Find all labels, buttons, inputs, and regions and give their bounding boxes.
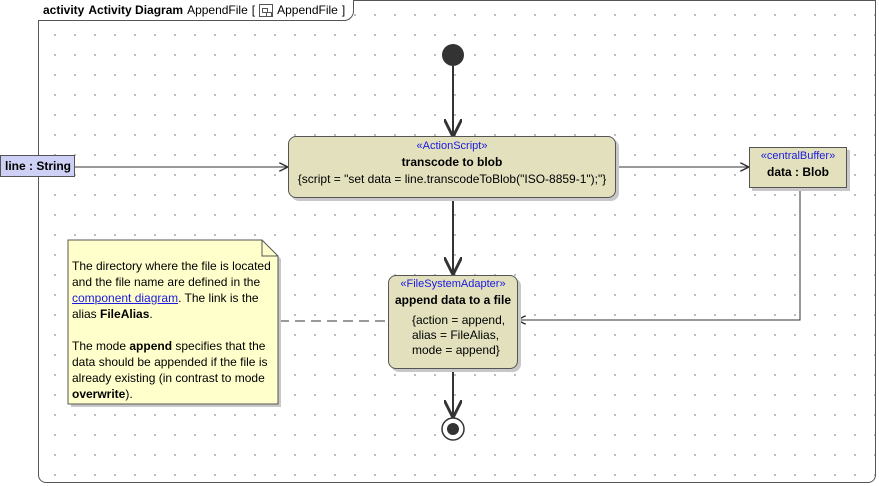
append-tags: {action = append, alias = FileAlias, mod… — [389, 313, 517, 358]
frame-bracket-open: [ — [251, 3, 256, 17]
activity-diagram-icon — [259, 3, 274, 17]
note-text-2b: specifies that the data should be append… — [72, 339, 268, 385]
action-stereotype: «ActionScript» — [416, 140, 488, 152]
central-buffer-data[interactable]: «centralBuffer» data : Blob — [749, 147, 847, 188]
note-mode-overwrite: overwrite — [72, 387, 126, 401]
note-text-1c: . — [149, 307, 153, 321]
note-paragraph-1: The directory where the file is located … — [72, 258, 272, 322]
final-node-inner — [447, 423, 459, 435]
frame-kind: activity — [43, 3, 85, 17]
component-diagram-link[interactable]: component diagram — [72, 291, 179, 305]
append-tag-alias: alias = FileAlias, — [412, 328, 500, 342]
buffer-stereotype: «centralBuffer» — [760, 150, 836, 162]
frame-title: Activity Diagram — [88, 3, 184, 17]
append-tag-mode: mode = append} — [412, 343, 500, 357]
note-mode-append: append — [129, 339, 173, 353]
frame-bracket-close: ] — [341, 3, 346, 17]
append-name: append data to a file — [394, 293, 511, 307]
note-text-2c: ). — [125, 387, 133, 401]
input-pin-line[interactable]: line : String — [0, 155, 75, 177]
note-shape — [67, 239, 281, 407]
initial-node[interactable] — [442, 44, 464, 66]
note-text-2a: The mode — [72, 339, 130, 353]
action-name: transcode to blob — [401, 155, 503, 169]
append-tag-action: {action = append, — [412, 313, 506, 327]
append-stereotype: «FileSystemAdapter» — [400, 278, 506, 290]
note-text: The directory where the file is located … — [72, 258, 272, 418]
note-alias: FileAlias — [100, 307, 150, 321]
frame-ref: AppendFile — [277, 3, 338, 17]
comment-note[interactable]: The directory where the file is located … — [68, 240, 278, 404]
frame-name: AppendFile — [187, 3, 248, 17]
flow-buffer-to-append[interactable] — [518, 189, 801, 320]
note-paragraph-2: The mode append specifies that the data … — [72, 338, 272, 402]
action-script: {script = "set data = line.transcodeToBl… — [297, 172, 607, 186]
action-append-data[interactable]: «FileSystemAdapter» append data to a fil… — [388, 275, 518, 369]
note-text-1b: . The link is the alias — [72, 291, 259, 321]
buffer-name: data : Blob — [767, 165, 829, 179]
action-transcode-to-blob[interactable]: «ActionScript» transcode to blob {script… — [288, 136, 616, 198]
frame-header: activity Activity Diagram AppendFile [ A… — [38, 0, 355, 21]
note-text-1a: The directory where the file is located … — [72, 259, 271, 289]
